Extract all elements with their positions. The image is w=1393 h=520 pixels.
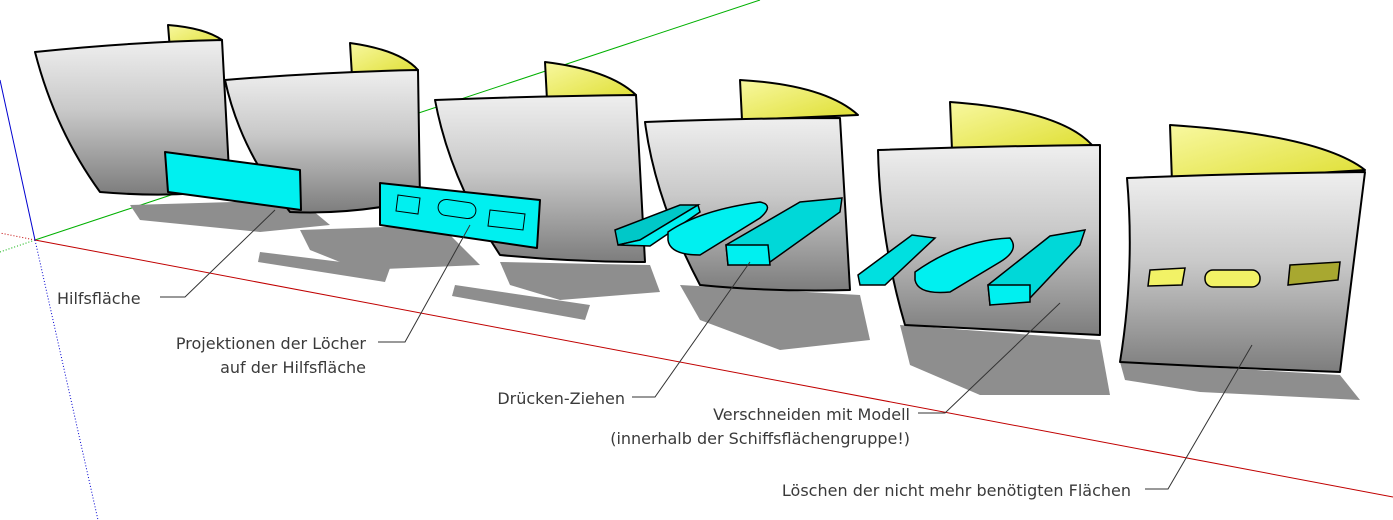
green-axis-negative xyxy=(0,239,36,253)
hull-stage-2[interactable] xyxy=(164,42,421,214)
hull-stage-4[interactable] xyxy=(614,79,859,292)
helper-face-with-projections[interactable] xyxy=(379,182,541,249)
hull-stage-5[interactable] xyxy=(857,101,1101,336)
hull-stage-6[interactable] xyxy=(1119,124,1366,373)
leader-lines xyxy=(160,209,1253,490)
label-projektionen-line2: auf der Hilfsfläche xyxy=(220,358,366,377)
cut-holes xyxy=(1147,261,1341,288)
blue-axis xyxy=(0,79,36,241)
red-axis xyxy=(34,239,1393,498)
label-verschneiden-line1: Verschneiden mit Modell xyxy=(713,405,910,424)
intersected-blocks[interactable] xyxy=(857,229,1087,306)
label-hilfsflaeche: Hilfsfläche xyxy=(57,289,141,308)
helper-face[interactable] xyxy=(164,151,302,211)
hull-stage-3[interactable] xyxy=(379,61,646,263)
ground-shadows xyxy=(130,200,1360,400)
label-loeschen: Löschen der nicht mehr benötigten Fläche… xyxy=(782,481,1131,500)
label-verschneiden-line2: (innerhalb der Schiffsflächengruppe!) xyxy=(610,429,910,448)
blue-axis-negative xyxy=(34,239,99,520)
red-axis-negative xyxy=(0,232,36,241)
label-projektionen-line1: Projektionen der Löcher xyxy=(176,334,367,353)
extruded-blocks[interactable] xyxy=(614,197,843,266)
label-druecken-ziehen: Drücken-Ziehen xyxy=(497,389,625,408)
